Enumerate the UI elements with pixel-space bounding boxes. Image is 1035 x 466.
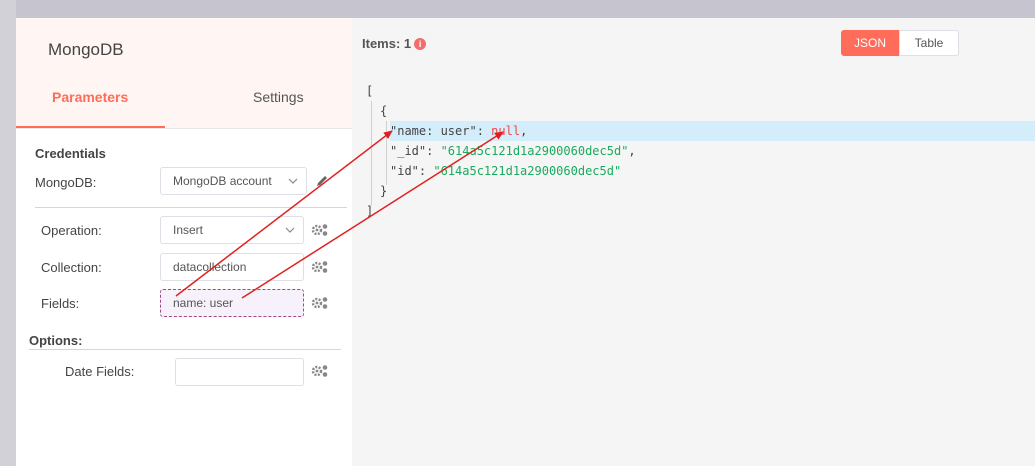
indent-guide [371,101,372,205]
json-line-highlighted: "name: user": null, [390,121,1035,141]
date-fields-label: Date Fields: [65,364,135,379]
collection-input[interactable]: datacollection [160,253,304,281]
info-icon[interactable]: i [414,37,427,50]
mongodb-credential-select[interactable]: MongoDB account [160,167,307,195]
fields-input[interactable]: name: user [160,289,304,317]
items-count-label: Items: 1 [362,36,412,51]
json-string-value: "614a5c121d1a2900060dec5d" [440,144,629,158]
panel-header: MongoDB Parameters Settings [16,18,352,128]
credentials-title: Credentials [35,146,106,161]
json-line: { [380,104,388,118]
tab-settings[interactable]: Settings [253,89,304,105]
date-fields-input[interactable] [175,358,304,386]
chevron-down-icon [288,178,298,184]
view-json-button[interactable]: JSON [841,30,899,56]
header-divider [16,128,352,129]
json-string-value: "614a5c121d1a2900060dec5d" [433,164,622,178]
operation-select[interactable]: Insert [160,216,304,244]
output-panel: Items: 1 i JSON Table [ { "name: user": … [352,18,1035,466]
gears-icon[interactable] [311,364,329,378]
collection-value: datacollection [173,260,247,274]
edit-credential-icon[interactable] [315,174,329,188]
operation-value: Insert [173,223,204,237]
gears-icon[interactable] [311,296,329,310]
mongodb-credential-label: MongoDB: [35,175,97,190]
tab-parameters[interactable]: Parameters [52,89,129,105]
backdrop [0,0,1035,18]
options-title: Options: [29,333,83,348]
json-line: "_id": "614a5c121d1a2900060dec5d", [390,144,636,158]
options-divider [29,349,341,350]
collection-label: Collection: [41,260,102,275]
items-count: Items: 1 i [362,36,427,51]
active-tab-underline [16,126,165,128]
view-table-button[interactable]: Table [899,30,959,56]
json-key: "name: user" [390,124,477,138]
fields-value: name: user [173,296,234,310]
json-line: ] [366,204,374,218]
gears-icon[interactable] [311,260,329,274]
indent-guide [386,121,387,185]
parameters-panel: MongoDB Parameters Settings Credentials … [16,18,352,466]
gears-icon[interactable] [311,223,329,237]
node-title: MongoDB [48,40,124,59]
json-key: "_id" [390,144,427,158]
operation-label: Operation: [41,223,102,238]
fields-label: Fields: [41,296,80,311]
json-line: "id": "614a5c121d1a2900060dec5d" [390,164,622,178]
json-null-value: null [491,124,521,138]
mongodb-credential-value: MongoDB account [173,174,272,188]
chevron-down-icon [285,227,295,233]
json-key: "id" [390,164,419,178]
json-line: } [380,184,388,198]
json-line: [ [366,84,374,98]
section-divider [35,207,347,208]
backdrop-left [0,0,16,466]
